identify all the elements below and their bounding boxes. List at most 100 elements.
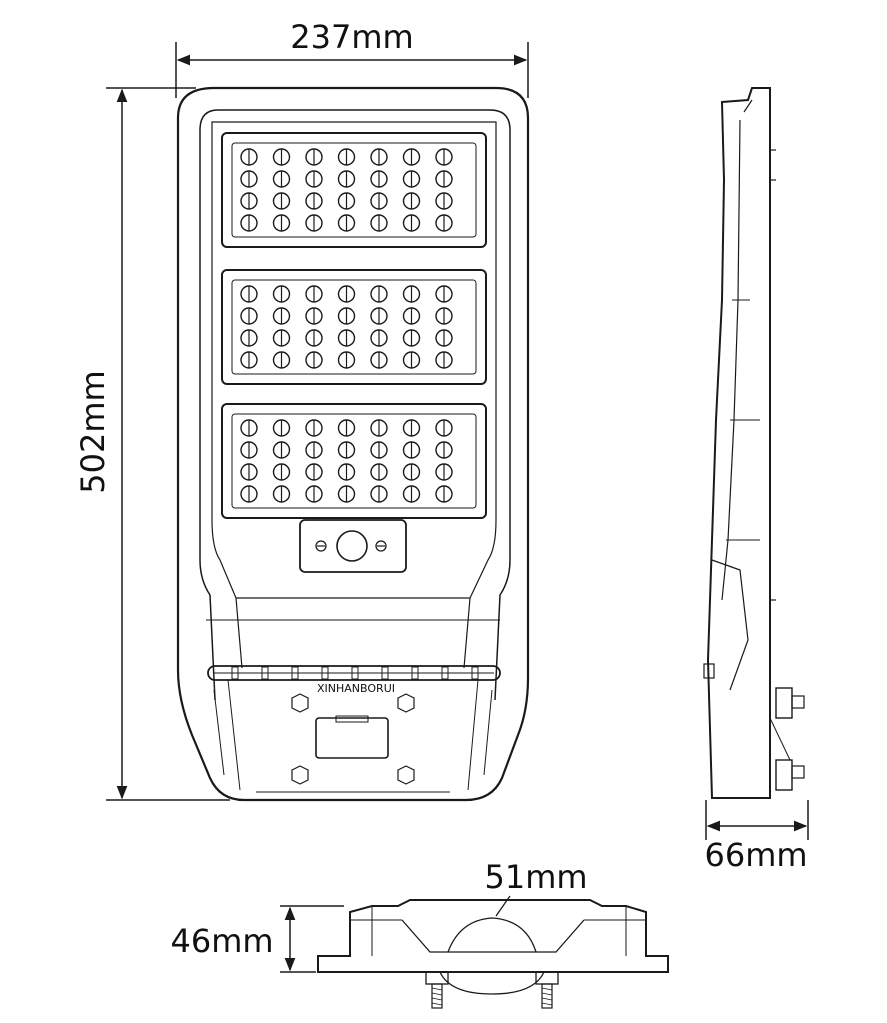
motion-sensor (299, 519, 407, 573)
led-chip (305, 170, 323, 188)
led-chip (305, 463, 323, 481)
led-chip (402, 192, 421, 210)
led-chip (370, 170, 388, 188)
front-view: XINHANBORUI (176, 86, 530, 802)
led-chip (435, 192, 453, 210)
led-chip (305, 214, 323, 232)
led-chip (305, 351, 323, 369)
led-chip (402, 351, 421, 369)
led-chip (337, 351, 356, 369)
led-chip (402, 463, 421, 481)
mounting-plate: XINHANBORUI (291, 682, 415, 785)
led-chip (435, 351, 453, 369)
led-chip (370, 307, 388, 325)
width-dimension: 237mm (175, 18, 529, 98)
led-chip (370, 485, 388, 503)
led-chip (272, 441, 291, 459)
led-chip (240, 307, 258, 325)
led-chip (402, 214, 421, 232)
led-chip (370, 148, 388, 166)
led-chip (435, 307, 453, 325)
hinge-tick (261, 666, 269, 680)
led-panel-top (221, 132, 487, 248)
led-chip (337, 485, 356, 503)
led-chip (305, 329, 323, 347)
led-chip (272, 192, 291, 210)
led-chip (240, 419, 258, 437)
hinge-tick (471, 666, 479, 680)
led-chip (435, 148, 453, 166)
led-chip (370, 441, 388, 459)
side-depth-label: 66mm (704, 836, 807, 874)
led-chip (240, 214, 258, 232)
led-chip (337, 214, 356, 232)
hinge-tick (231, 666, 239, 680)
bracket-view: 51mm 46mm (170, 858, 669, 1009)
led-chip (240, 329, 258, 347)
led-chip (240, 192, 258, 210)
led-chip (240, 441, 258, 459)
led-chip (337, 463, 356, 481)
led-chip (370, 192, 388, 210)
led-chip (435, 329, 453, 347)
led-chip (435, 285, 453, 303)
led-chip (337, 170, 356, 188)
bracket-width-label: 51mm (484, 858, 587, 896)
led-chip (337, 148, 356, 166)
led-chip (402, 419, 421, 437)
led-chip (435, 485, 453, 503)
led-chip (272, 419, 291, 437)
brand-label: XINHANBORUI (317, 682, 395, 695)
led-chip (370, 329, 388, 347)
led-chip (370, 463, 388, 481)
led-chip (370, 351, 388, 369)
led-chip (435, 214, 453, 232)
led-chip (272, 351, 291, 369)
width-label: 237mm (290, 18, 413, 56)
hinge-bar (207, 665, 501, 681)
led-panel-bottom (221, 403, 487, 519)
led-chip (305, 485, 323, 503)
led-chip (337, 329, 356, 347)
hinge-tick (441, 666, 449, 680)
led-chip (337, 192, 356, 210)
hinge-tick (411, 666, 419, 680)
bracket-bolt-left (431, 983, 443, 1009)
led-chip (370, 419, 388, 437)
led-chip (402, 441, 421, 459)
led-chip (272, 329, 291, 347)
led-chip (305, 192, 323, 210)
hinge-tick (291, 666, 299, 680)
led-chip (305, 419, 323, 437)
led-chip (305, 307, 323, 325)
led-chip (402, 148, 421, 166)
led-chip (337, 285, 356, 303)
led-chip (272, 285, 291, 303)
led-chip (402, 485, 421, 503)
led-chip (272, 485, 291, 503)
bracket-bolt-right (541, 983, 553, 1009)
led-chip (402, 285, 421, 303)
led-chip (240, 485, 258, 503)
led-chip (370, 285, 388, 303)
led-chip (337, 441, 356, 459)
led-chip (402, 329, 421, 347)
height-label: 502mm (74, 370, 112, 493)
led-chip (370, 214, 388, 232)
hinge-tick (351, 666, 359, 680)
side-bracket (769, 687, 805, 791)
led-chip (435, 463, 453, 481)
led-panel-middle (221, 269, 487, 385)
led-chip (305, 441, 323, 459)
bracket-height-label: 46mm (170, 922, 273, 960)
led-chip (337, 419, 356, 437)
led-chip (337, 307, 356, 325)
led-chip (272, 307, 291, 325)
led-chip (435, 170, 453, 188)
led-chip (240, 351, 258, 369)
height-dimension: 502mm (74, 87, 230, 801)
hinge-tick (381, 666, 389, 680)
side-view: 66mm (703, 87, 809, 874)
led-chip (305, 285, 323, 303)
